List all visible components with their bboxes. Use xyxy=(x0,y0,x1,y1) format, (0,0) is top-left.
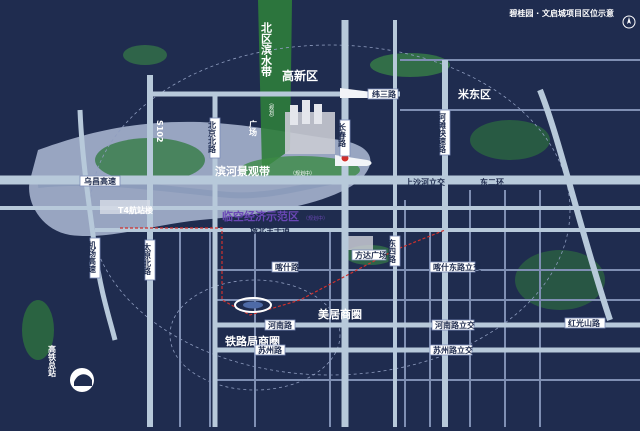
zone-label-beiqu: 北区滨水带 xyxy=(260,21,273,78)
svg-text:喀什东路立交: 喀什东路立交 xyxy=(433,262,481,272)
gaotie-station-icon xyxy=(70,368,94,392)
stadium-icon xyxy=(234,297,272,313)
north-waterfront-belt xyxy=(258,0,292,170)
road-label-henan-ld: 河南路立交 xyxy=(431,319,475,331)
svg-text:乌昌高速: 乌昌高速 xyxy=(84,176,116,186)
svg-text:广场: 广场 xyxy=(249,119,258,137)
road-label-jichang: 机场高速 xyxy=(88,237,101,279)
place-label-fangda: 方达广场 xyxy=(351,249,387,261)
compass-icon xyxy=(622,14,636,33)
greenery-sw xyxy=(22,300,54,360)
road-label-kashi: 喀什路 xyxy=(271,261,300,273)
svg-text:T4航站楼: T4航站楼 xyxy=(118,205,153,215)
legend-description xyxy=(464,22,610,84)
road-label-henan: 河南路 xyxy=(264,319,296,331)
svg-text:东二环: 东二环 xyxy=(480,177,504,187)
svg-text:太原北路: 太原北路 xyxy=(142,242,152,276)
zone-label-binhe-sub: （规划中） xyxy=(290,170,315,177)
zone-label-tielu: 铁路局商圈 xyxy=(225,334,280,348)
road-label-honglu: 红光山路 xyxy=(564,317,606,329)
road-label-chengbei: 城北主干道 xyxy=(250,225,290,235)
svg-text:方达广场: 方达广场 xyxy=(355,250,387,260)
road-label-beijing: 北京北路 xyxy=(207,117,221,159)
svg-text:河南路: 河南路 xyxy=(268,320,293,330)
airport-terminal xyxy=(100,200,150,214)
svg-text:喀什路: 喀什路 xyxy=(275,262,300,272)
svg-text:河滩快速路: 河滩快速路 xyxy=(437,112,447,154)
svg-text:S102: S102 xyxy=(155,120,164,142)
road-label-suzhou: 苏州路 xyxy=(254,344,286,356)
svg-text:河南路立交: 河南路立交 xyxy=(435,320,475,330)
place-label-gaotie: 高铁总站 xyxy=(48,344,57,378)
svg-text:东四路: 东四路 xyxy=(387,238,397,264)
zone-label-gaoxin: 高新区 xyxy=(282,68,318,83)
place-label-t4: T4航站楼 xyxy=(118,205,153,215)
meiju-buildings xyxy=(345,236,373,250)
tower-3 xyxy=(314,104,322,124)
road-label-kashi-ld: 喀什东路立交 xyxy=(429,261,481,273)
greenery-nw xyxy=(123,45,167,65)
zone-label-binhe: 滨河景观带 xyxy=(215,164,270,178)
legend-panel: 碧桂园 · 文启城项目区位示意 xyxy=(464,8,614,88)
svg-text:苏州路立交: 苏州路立交 xyxy=(433,345,473,355)
road-label-taiyuan: 太原北路 xyxy=(142,239,156,281)
road-label-wuchang: 乌昌高速 xyxy=(79,175,121,187)
road-label-weisan: 纬三路 xyxy=(367,88,399,100)
svg-text:纬三路: 纬三路 xyxy=(372,89,397,99)
svg-text:长春路: 长春路 xyxy=(337,122,347,148)
svg-text:北京北路: 北京北路 xyxy=(207,120,217,154)
greenery-right xyxy=(470,120,550,160)
zone-label-linkong: 临空经济示范区 xyxy=(222,209,299,223)
road-label-suzhou-ld: 苏州路立交 xyxy=(429,344,473,356)
svg-text:高铁总站: 高铁总站 xyxy=(48,344,57,378)
road-label-s102: S102 xyxy=(155,120,164,142)
road-label-hebei: 河滩快速路 xyxy=(437,109,451,156)
zone-label-beiqu-sub: （规划） xyxy=(268,100,274,120)
svg-text:城北主干道: 城北主干道 xyxy=(250,225,290,235)
zone-label-linkong-sub: （规划中） xyxy=(303,215,328,222)
road-label-shangsha: 上沙河立交 xyxy=(405,177,445,187)
minor-roads xyxy=(179,59,640,427)
road-label-changchun: 长春路 xyxy=(337,119,351,157)
radius-circle-railway xyxy=(169,279,341,391)
legend-title: 碧桂园 · 文启城项目区位示意 xyxy=(509,9,614,18)
tower-2 xyxy=(302,100,310,124)
zone-label-midong: 米东区 xyxy=(457,87,491,101)
greenery-se xyxy=(515,250,605,310)
road-label-dongerhuan: 东二环 xyxy=(480,177,504,187)
svg-text:机场高速: 机场高速 xyxy=(88,240,97,274)
zone-label-meiju: 美居商圈 xyxy=(318,307,362,321)
tower-1 xyxy=(290,105,298,125)
svg-text:红光山路: 红光山路 xyxy=(568,318,601,328)
svg-text:上沙河立交: 上沙河立交 xyxy=(405,177,445,187)
road-label-dongsi: 东四路 xyxy=(387,235,401,267)
greenery-ne xyxy=(370,53,450,77)
road-label-guangchang: 广场 xyxy=(249,119,258,137)
svg-text:苏州路: 苏州路 xyxy=(258,345,283,355)
